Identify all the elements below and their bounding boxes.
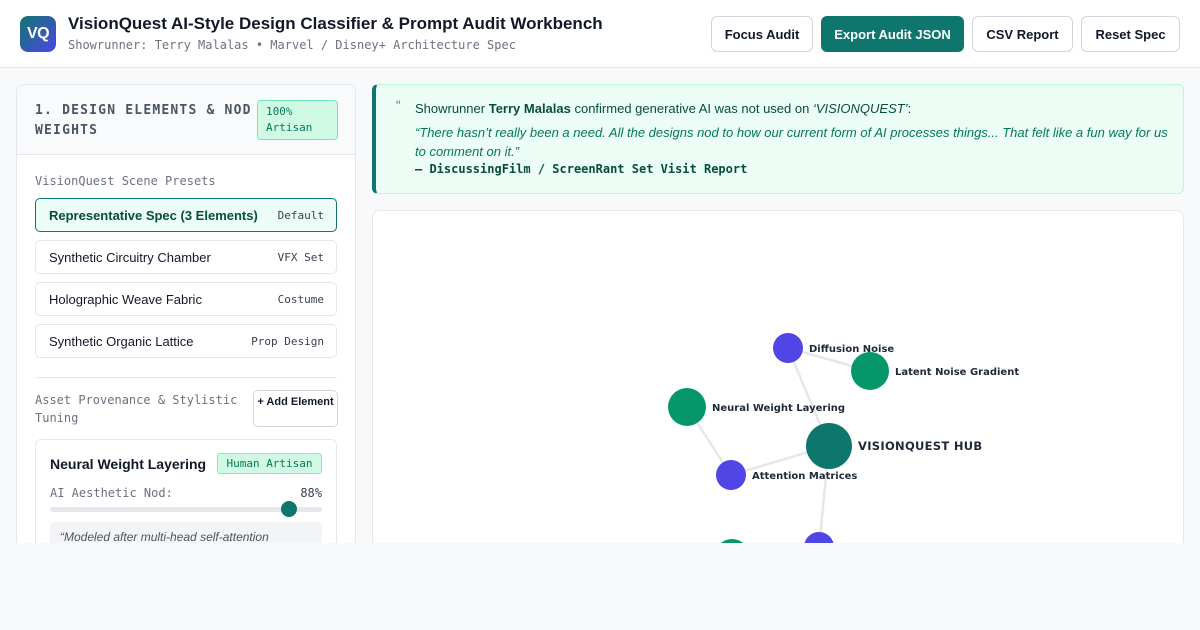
quote-colon: :	[907, 101, 912, 116]
page-subtitle: Showrunner: Terry Malalas • Marvel / Dis…	[68, 38, 516, 52]
bottom-fade	[0, 543, 1200, 630]
graph-node-neural[interactable]	[668, 388, 706, 426]
quote-source: — DiscussingFilm / ScreenRant Set Visit …	[415, 162, 748, 176]
quote-name: Terry Malalas	[488, 101, 571, 116]
tuning-label: Asset Provenance & Stylistic Tuning	[35, 393, 238, 425]
reset-spec-button[interactable]: Reset Spec	[1081, 16, 1180, 52]
graph-label-neural: Neural Weight Layering	[712, 403, 845, 414]
preset-holographic-weave-fabric[interactable]: Holographic Weave Fabric Costume	[35, 282, 337, 316]
panel-header: 1. DESIGN ELEMENTS & NOD WEIGHTS 100% Ar…	[17, 85, 355, 155]
quote-show: ‘VISIONQUEST’	[812, 101, 908, 116]
showrunner-quote: “ Showrunner Terry Malalas confirmed gen…	[372, 84, 1184, 194]
graph-label-hub: VISIONQUEST HUB	[858, 439, 982, 453]
add-element-button[interactable]: + Add Element	[253, 390, 338, 427]
preset-tag: Prop Design	[251, 335, 324, 348]
preset-synthetic-organic-lattice[interactable]: Synthetic Organic Lattice Prop Design	[35, 324, 337, 358]
presets-label: VisionQuest Scene Presets	[35, 174, 216, 188]
element-title: Neural Weight Layering	[50, 456, 207, 472]
quote-post: confirmed generative AI was not used on	[570, 101, 813, 116]
graph-node-diffusion[interactable]	[773, 333, 803, 363]
quote-intro: Showrunner Terry Malalas confirmed gener…	[415, 101, 911, 116]
graph-label-diffusion: Diffusion Noise	[809, 344, 894, 355]
preset-label: Synthetic Organic Lattice	[49, 334, 194, 349]
ai-nod-slider-track[interactable]	[50, 507, 322, 512]
preset-synthetic-circuitry-chamber[interactable]: Synthetic Circuitry Chamber VFX Set	[35, 240, 337, 274]
quote-pre: Showrunner	[415, 101, 489, 116]
preset-label: Holographic Weave Fabric	[49, 292, 202, 307]
graph-label-latent: Latent Noise Gradient	[895, 367, 1019, 378]
preset-representative-spec[interactable]: Representative Spec (3 Elements) Default	[35, 198, 337, 232]
section-divider	[35, 377, 337, 378]
page-title: VisionQuest AI-Style Design Classifier &…	[68, 14, 603, 33]
provenance-badge: Human Artisan	[217, 453, 322, 474]
quote-mark: “	[396, 97, 401, 113]
design-elements-panel: 1. DESIGN ELEMENTS & NOD WEIGHTS 100% Ar…	[16, 84, 356, 554]
preset-label: Synthetic Circuitry Chamber	[49, 250, 211, 265]
preset-tag: Default	[277, 209, 324, 222]
app-logo: VQ	[20, 16, 56, 52]
export-audit-json-button[interactable]: Export Audit JSON	[821, 16, 964, 52]
artisan-badge: 100% Artisan	[257, 100, 338, 140]
graph-node-latent[interactable]	[851, 352, 889, 390]
preset-tag: VFX Set	[277, 251, 324, 264]
top-bar: VQ VisionQuest AI-Style Design Classifie…	[0, 0, 1200, 68]
preset-tag: Costume	[277, 293, 324, 306]
element-card: Neural Weight Layering Human Artisan AI …	[35, 439, 337, 553]
panel-title: 1. DESIGN ELEMENTS & NOD WEIGHTS	[35, 103, 252, 138]
graph-label-attention: Attention Matrices	[752, 471, 857, 482]
slider-label: AI Aesthetic Nod:	[50, 486, 173, 500]
preset-label: Representative Spec (3 Elements)	[49, 208, 258, 223]
quote-body: “There hasn’t really been a need. All th…	[415, 125, 1168, 159]
csv-report-button[interactable]: CSV Report	[972, 16, 1073, 52]
ai-nod-slider-thumb[interactable]	[281, 501, 298, 517]
focus-audit-button[interactable]: Focus Audit	[711, 16, 813, 52]
graph-node-hub[interactable]	[806, 423, 852, 469]
slider-value: 88%	[300, 486, 322, 500]
graph-node-attention[interactable]	[716, 460, 746, 490]
